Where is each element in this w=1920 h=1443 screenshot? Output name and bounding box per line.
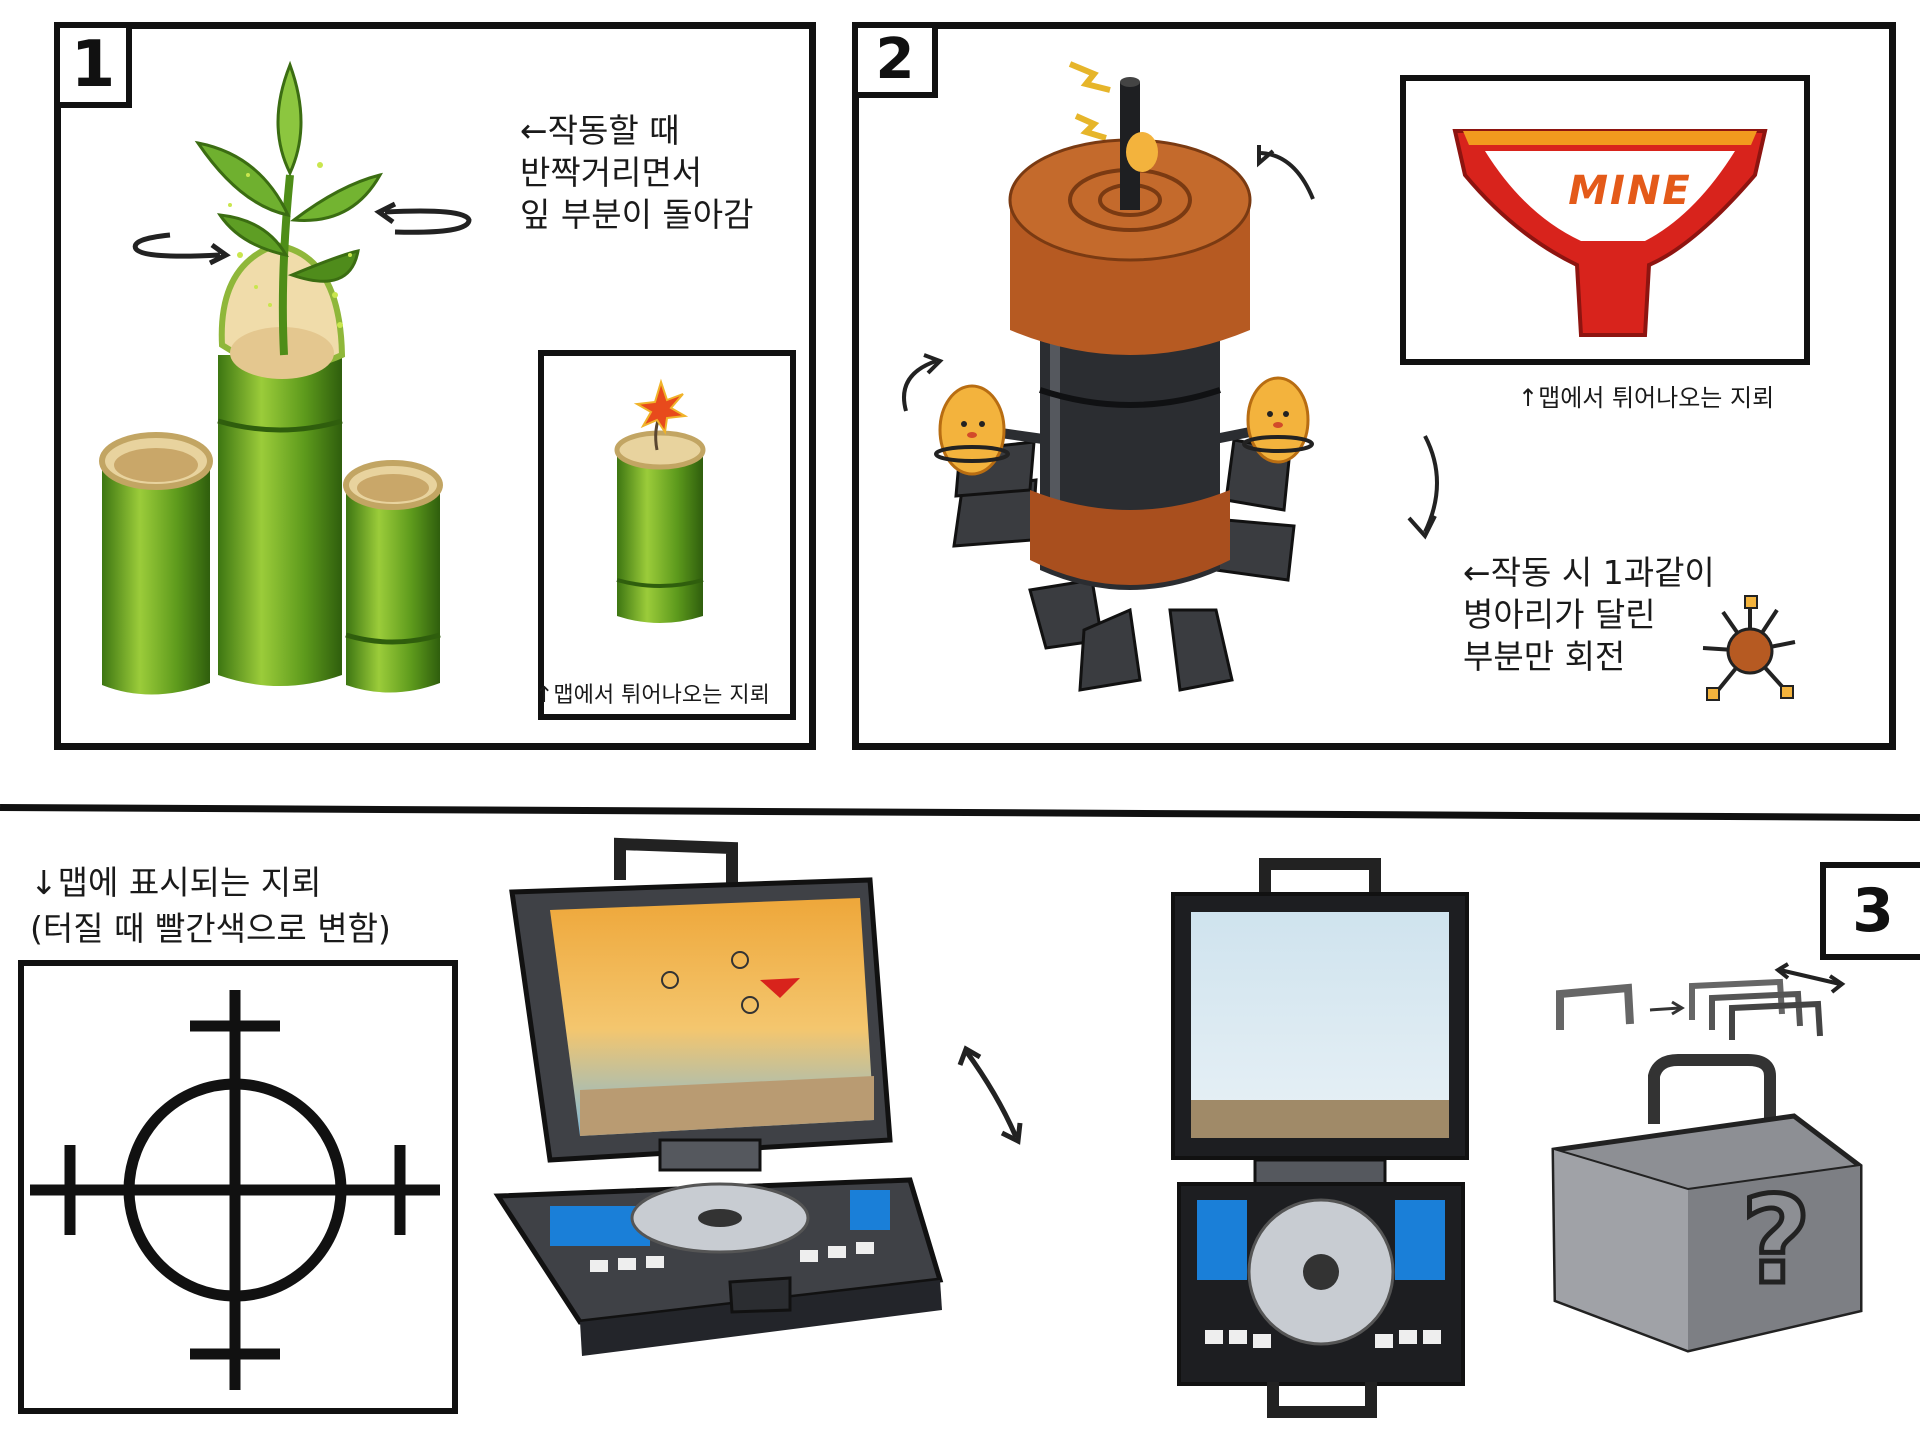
panel-1-number: 1 xyxy=(70,28,116,102)
rotate-arrow-top-icon xyxy=(1257,145,1315,200)
panel-1 xyxy=(54,22,816,750)
crosshair-icon xyxy=(30,990,440,1390)
panel-3-marker-caption: ↓맵에 표시되는 지뢰 (터질 때 빨간색으로 변함) xyxy=(30,863,391,948)
section-divider xyxy=(0,803,1920,822)
rotate-left-arrow-icon xyxy=(132,232,231,266)
panel-2 xyxy=(852,22,1896,750)
mine-sign-icon xyxy=(1452,129,1768,337)
handle-motion-diagram-icon xyxy=(1556,962,1846,1040)
panel-3-number: 3 xyxy=(1852,876,1894,946)
panel-1-inset-caption: ↑맵에서 튀어나오는 지뢰 xyxy=(535,683,770,708)
crosshair-box xyxy=(18,960,458,1414)
panel-2-number: 2 xyxy=(875,27,915,92)
panel-2-sign-caption: ↑맵에서 튀어나오는 지뢰 xyxy=(1518,384,1775,412)
tilt-arrow-icon xyxy=(957,1045,1023,1145)
panel-3-number-box: 3 xyxy=(1820,862,1920,960)
panel-2-sign-inset xyxy=(1400,75,1810,365)
panel-1-number-box: 1 xyxy=(54,22,132,108)
panel-2-number-box: 2 xyxy=(852,22,938,98)
panel-1-inset xyxy=(538,350,796,720)
laptop-device-icon xyxy=(493,837,944,1356)
handheld-device-icon xyxy=(1171,858,1469,1418)
barrel-mine-illustration xyxy=(934,61,1314,692)
briefcase-question-mark: ? xyxy=(1741,1172,1811,1311)
rotate-arrow-right-icon xyxy=(1407,435,1439,540)
mine-sign-text: MINE xyxy=(1568,168,1692,214)
rotation-diagram-icon xyxy=(1702,595,1796,701)
bamboo-mine-popup-icon xyxy=(614,378,706,623)
panel-1-caption: ←작동할 때 반짝거리면서 잎 부분이 돌아감 xyxy=(520,111,754,234)
rotate-arrow-left-icon xyxy=(902,353,944,412)
briefcase-icon: ? xyxy=(1551,1054,1863,1353)
bamboo-mine-illustration xyxy=(99,60,443,695)
panel-2-caption: ←작동 시 1과같이 병아리가 달린 부분만 회전 xyxy=(1463,553,1715,676)
rotate-right-arrow-icon xyxy=(374,201,472,235)
